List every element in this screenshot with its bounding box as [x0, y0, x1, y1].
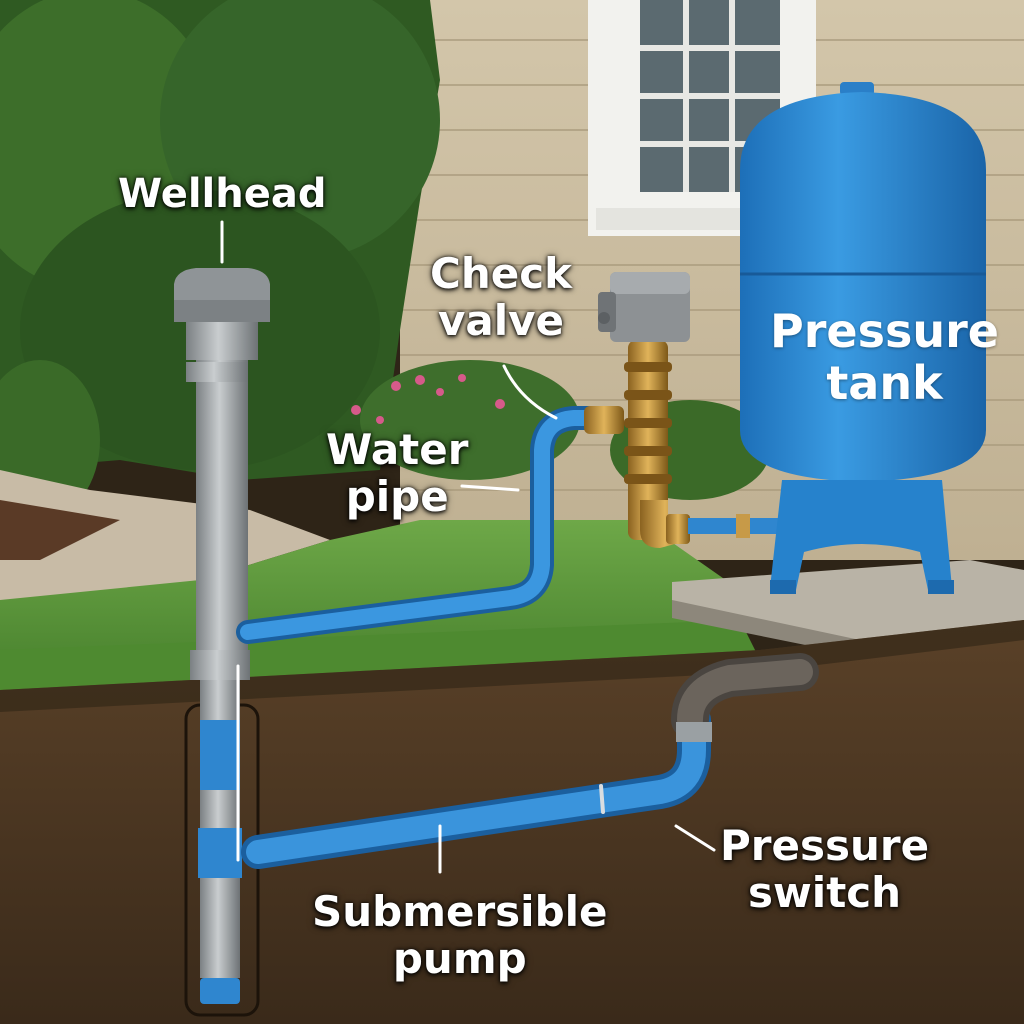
- check-valve-leader-line: [502, 364, 558, 420]
- pressure-switch: [598, 272, 690, 342]
- pressure-switch-label: Pressure switch: [720, 822, 929, 916]
- pressure-switch-label-line2: switch: [748, 868, 902, 918]
- pressure-tank-label: Pressure tank: [770, 304, 999, 410]
- water-pipe-label-line2: pipe: [345, 472, 449, 522]
- water-pipe-label: Water pipe: [326, 426, 468, 520]
- water-pipe-label-line1: Water: [326, 425, 469, 474]
- wellhead-cap: [174, 268, 270, 322]
- pressure-switch-label-line1: Pressure: [720, 821, 930, 870]
- pressure-tank-label-line1: Pressure: [770, 304, 999, 358]
- leader-lines: [220, 220, 716, 874]
- water-pipe: [236, 406, 612, 644]
- mulch-bed: [0, 500, 120, 560]
- check-valve-label-line2: valve: [438, 296, 565, 346]
- underground-pipe: [241, 653, 819, 869]
- pressure-switch-leader-line: [674, 824, 716, 852]
- soil-edge: [0, 620, 1024, 712]
- wellhead-casing: [186, 320, 258, 680]
- check-valve-label: Check valve: [430, 250, 572, 344]
- submersible-pump-label-line1: Submersible: [312, 887, 608, 936]
- check-valve-assembly: [584, 340, 690, 548]
- wellhead-label-text: Wellhead: [118, 171, 327, 217]
- check-valve-label-line1: Check: [430, 249, 573, 298]
- pressure-tank: [740, 82, 986, 594]
- garden-path: [0, 470, 330, 610]
- wellhead-label: Wellhead: [118, 172, 326, 217]
- submersible-pump-label: Submersible pump: [312, 888, 608, 982]
- pressure-tank-label-line2: tank: [826, 355, 943, 410]
- submersible-pump-label-line2: pump: [392, 934, 527, 984]
- water-pipe-leader-line: [460, 484, 520, 492]
- submersible-pump: [198, 680, 242, 1004]
